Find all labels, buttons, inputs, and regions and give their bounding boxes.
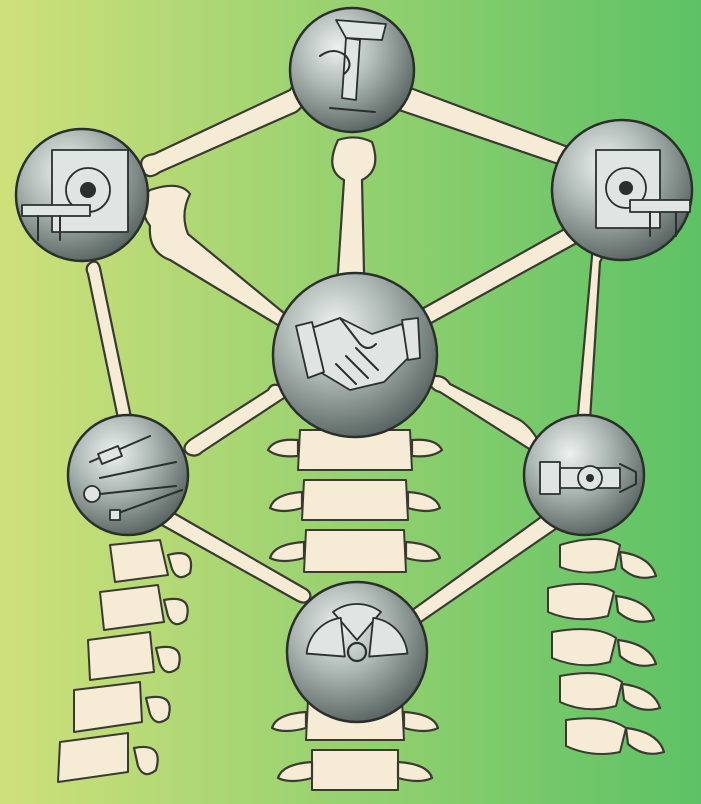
node-needles[interactable] bbox=[68, 415, 188, 535]
node-ct-right[interactable] bbox=[552, 120, 692, 260]
node-ultrasound[interactable] bbox=[290, 8, 414, 132]
node-mri-left[interactable] bbox=[16, 129, 148, 261]
node-nuclear[interactable] bbox=[287, 582, 427, 722]
node-collaboration[interactable] bbox=[273, 273, 437, 437]
node-xray[interactable] bbox=[524, 415, 644, 535]
